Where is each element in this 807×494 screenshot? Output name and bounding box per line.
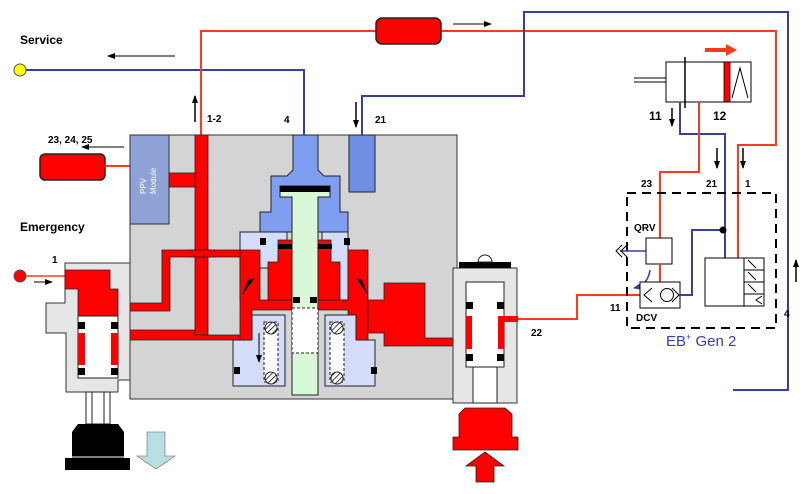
spool-red — [466, 316, 472, 349]
seal — [111, 322, 118, 329]
park-spool — [465, 281, 505, 368]
control-line-21 — [361, 11, 789, 391]
seal — [466, 354, 473, 361]
actuator-direction-arrow — [705, 44, 737, 56]
port-21-label: 21 — [375, 115, 387, 126]
seal — [371, 367, 377, 374]
eb-port-4-label: 4 — [784, 309, 790, 320]
seal — [278, 244, 292, 249]
seal — [111, 368, 118, 375]
channel-1-2 — [194, 134, 209, 336]
spool-red — [498, 316, 504, 349]
port-23-24-25-label: 23, 24, 25 — [48, 135, 93, 146]
port-4-label: 4 — [284, 115, 290, 126]
seal — [78, 368, 85, 375]
actuator-cylinder[interactable] — [665, 61, 752, 103]
emergency-button[interactable] — [65, 424, 130, 470]
seal — [318, 244, 332, 249]
eb-port-1-label: 1 — [745, 179, 751, 190]
solenoid-coil — [747, 259, 757, 269]
solenoid-exhaust — [755, 295, 763, 305]
solenoid-coil — [747, 271, 757, 281]
ppv-module — [129, 134, 170, 225]
spring-coil — [264, 321, 278, 335]
piston-head-seal — [280, 186, 330, 192]
park-stem — [472, 366, 498, 404]
lip-seal-right — [356, 278, 368, 295]
emergency-stem — [85, 391, 111, 425]
service-port[interactable] — [13, 63, 27, 77]
park-button[interactable] — [452, 407, 519, 451]
seal — [497, 354, 504, 361]
solenoid-coil — [747, 283, 757, 293]
eb-port-23-label: 23 — [641, 179, 653, 190]
eb-port-11-label: 11 — [610, 303, 621, 314]
eb-port-21-label: 21 — [706, 179, 718, 190]
junction-dot — [719, 226, 727, 234]
dcv-control-line — [680, 229, 726, 296]
seal — [234, 367, 240, 374]
spool-red — [111, 333, 118, 365]
ppv-module-label: PPV — [139, 177, 148, 194]
spring-coil — [264, 371, 278, 385]
pressure-inner-right — [317, 239, 341, 301]
seal — [293, 297, 300, 303]
exhaust-symbol — [615, 244, 623, 258]
service-line — [20, 69, 305, 135]
exhaust-down-arrow — [135, 431, 177, 470]
port-21-chamber — [348, 134, 376, 193]
dcv-seat-left — [643, 287, 653, 303]
service-label: Service — [20, 33, 63, 47]
line-22 — [518, 294, 680, 320]
spring-coil — [330, 371, 344, 385]
dcv-ball — [660, 288, 674, 302]
pressure-inner-left — [267, 239, 293, 301]
eb-title-sup: + — [686, 332, 691, 342]
push-up-arrow — [464, 451, 506, 483]
eb-gen2-title: EB+ Gen 2 — [666, 332, 736, 350]
eb-title-main: EB — [666, 333, 686, 350]
spring-coil — [330, 321, 344, 335]
channel-22-out — [504, 316, 518, 322]
seal — [344, 238, 350, 245]
seal — [497, 302, 504, 309]
qrv-valve[interactable] — [645, 237, 673, 265]
reservoir-23-24-25 — [39, 153, 106, 181]
seal — [260, 238, 266, 245]
emergency-label: Emergency — [20, 220, 85, 234]
dcv-seat-right — [671, 287, 680, 303]
dcv-label: DCV — [636, 313, 657, 324]
actuator-line-12 — [659, 102, 700, 238]
reservoir-top — [375, 17, 442, 45]
supply-line-1-2 — [200, 30, 777, 258]
spool-red — [78, 333, 85, 365]
channel-ppv — [168, 172, 196, 188]
exhaust-symbol-2 — [620, 244, 628, 258]
lip-seal-left — [242, 278, 255, 295]
ppv-module-label-2: Module — [149, 167, 158, 194]
inner-sleeve — [291, 307, 319, 354]
seal — [78, 322, 85, 329]
port-1-2-label: 1-2 — [207, 114, 222, 125]
seal — [310, 297, 317, 303]
qrv-label: QRV — [634, 223, 656, 234]
port-1-label: 1 — [52, 255, 58, 266]
actuator-line-11 — [679, 102, 726, 230]
eb-title-rest: Gen 2 — [691, 333, 736, 350]
emergency-port[interactable] — [13, 269, 27, 283]
actuator-port-12-label: 12 — [713, 109, 727, 123]
eb-gen2-boundary — [626, 192, 777, 329]
actuator-port-11-label: 11 — [649, 109, 662, 123]
park-valve-cap — [459, 262, 511, 268]
port-22-label: 22 — [531, 328, 543, 339]
park-valve-knob — [477, 254, 493, 263]
seal — [466, 302, 473, 309]
actuator-spring — [731, 66, 749, 99]
actuator-piston — [723, 61, 731, 103]
